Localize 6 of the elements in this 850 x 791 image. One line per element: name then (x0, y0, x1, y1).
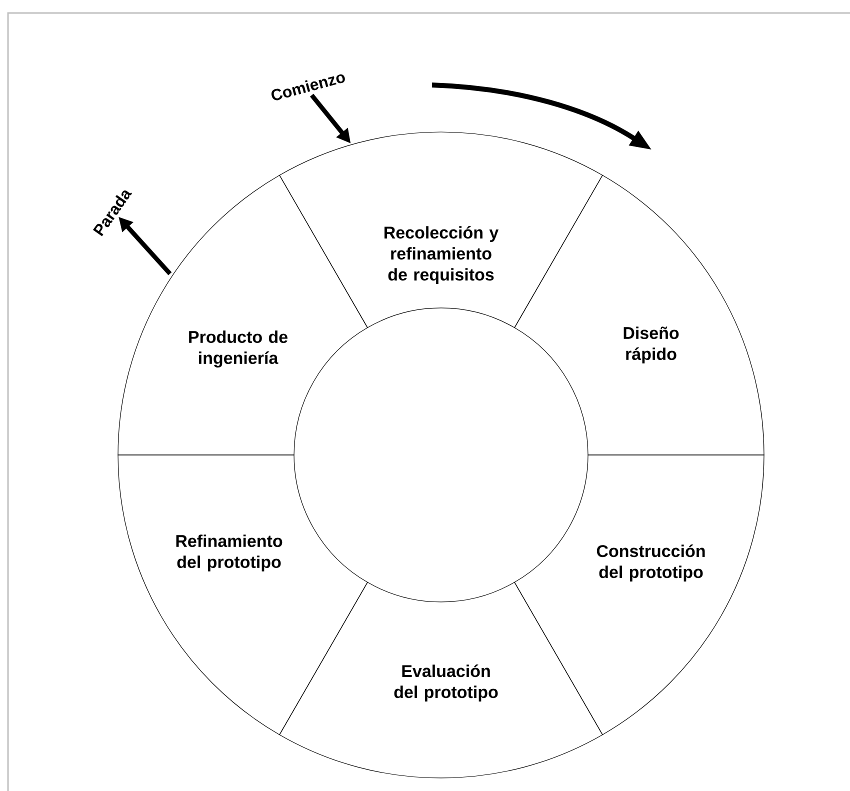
ring-segment: Refinamiento del prototipo (118, 454, 368, 735)
ring-segment: Construcción del prototipo (514, 454, 764, 735)
start-stop-label: Comienzo (271, 74, 345, 100)
ring-segment: Recolección y refinamiento de requisitos (279, 132, 603, 328)
ring-segment: Diseño rápido (514, 174, 764, 456)
ring-segment: Evaluación del prototipo (279, 582, 603, 778)
